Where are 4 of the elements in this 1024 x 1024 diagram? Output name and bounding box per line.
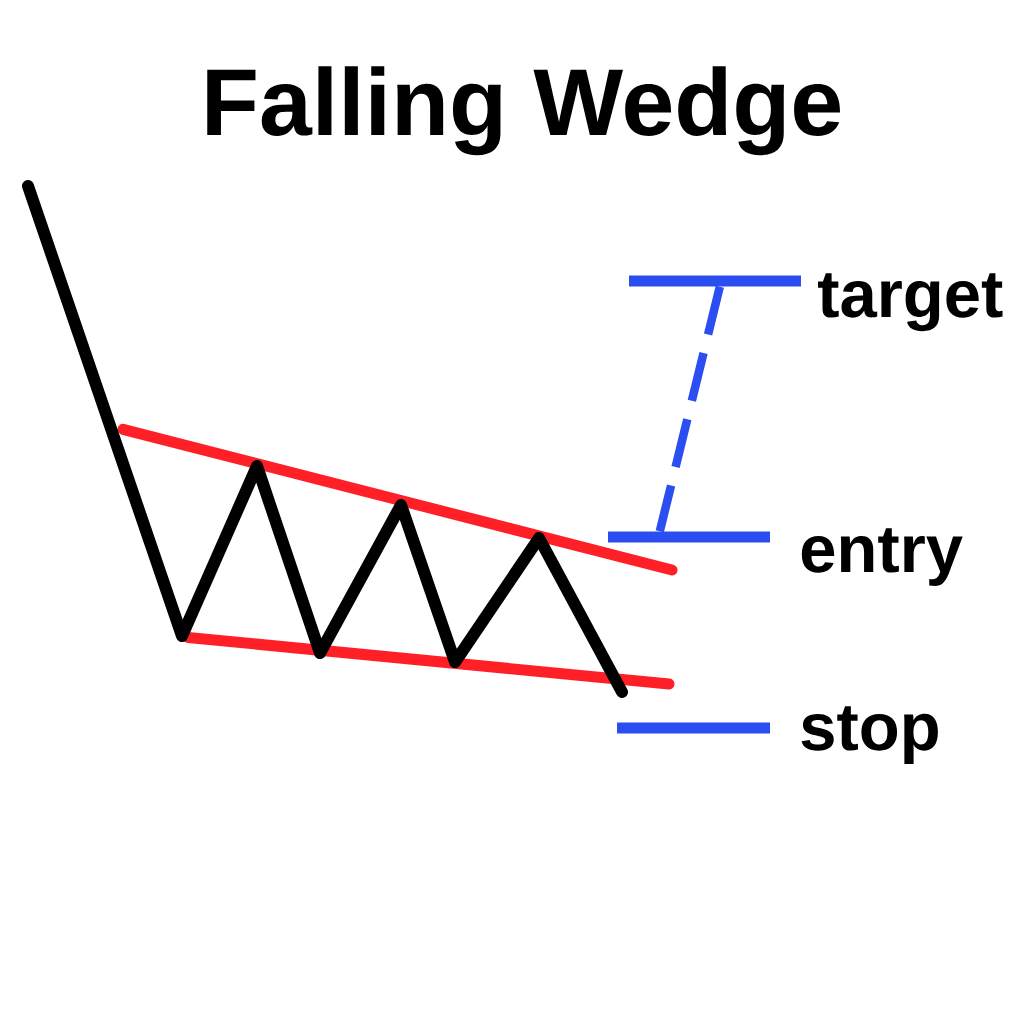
title: Falling Wedge bbox=[207, 66, 840, 156]
level-label: stop bbox=[801, 706, 938, 764]
level-label: entry bbox=[801, 528, 963, 586]
level-label: target bbox=[818, 273, 1003, 332]
